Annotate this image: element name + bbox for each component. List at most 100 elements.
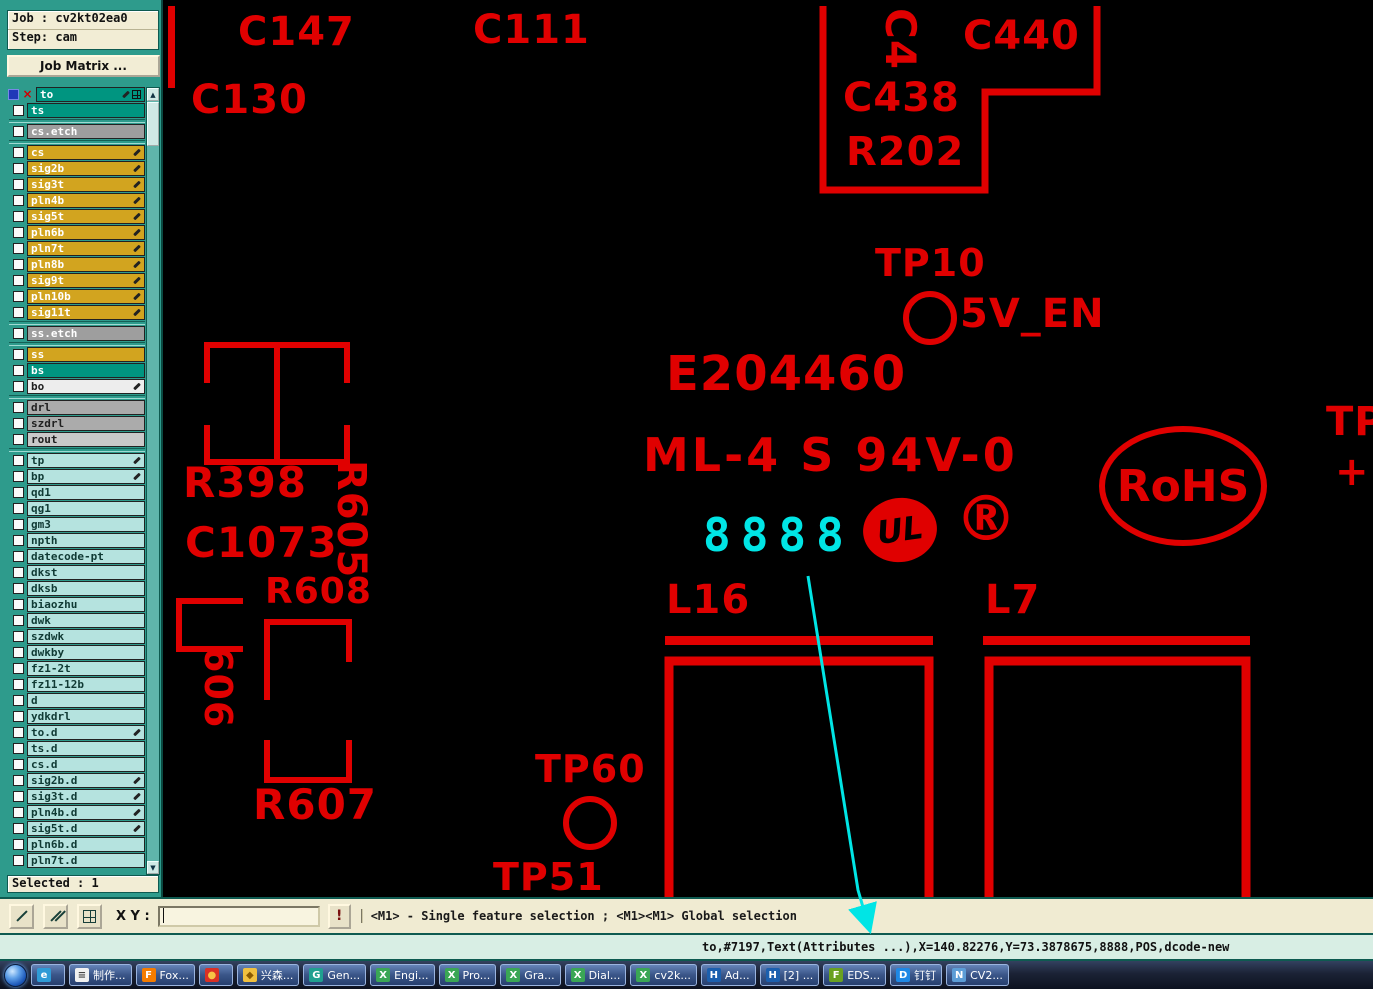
layer-cell[interactable]: qd1 <box>27 485 145 500</box>
grid-tool-button[interactable] <box>77 903 102 929</box>
taskbar-item-engineering-window[interactable]: X Engi... <box>370 964 435 986</box>
layer-cell[interactable]: szdwk <box>27 629 145 644</box>
r398-outline[interactable] <box>204 342 350 465</box>
job-matrix-button[interactable]: Job Matrix ... <box>7 55 160 77</box>
layer-row[interactable]: sig2b.d <box>7 773 145 788</box>
layer-row[interactable]: tp <box>7 453 145 468</box>
layer-visibility-checkbox[interactable] <box>13 583 24 594</box>
layer-cell[interactable]: npth <box>27 533 145 548</box>
silk-label-tp10[interactable]: TP10 <box>875 241 986 285</box>
layer-visibility-checkbox[interactable] <box>13 775 24 786</box>
layer-row[interactable]: dkst <box>7 565 145 580</box>
layer-visibility-checkbox[interactable] <box>13 695 24 706</box>
layer-visibility-checkbox[interactable] <box>13 679 24 690</box>
layer-visibility-checkbox[interactable] <box>13 503 24 514</box>
layer-row[interactable]: szdwk <box>7 629 145 644</box>
layer-visibility-checkbox[interactable] <box>13 759 24 770</box>
layer-row[interactable]: to.d <box>7 725 145 740</box>
layer-visibility-checkbox[interactable] <box>13 839 24 850</box>
layer-cell[interactable]: cs <box>27 145 145 160</box>
layer-row[interactable]: bp <box>7 469 145 484</box>
tp60-pad-circle[interactable] <box>563 796 617 850</box>
layer-cell[interactable]: pln6b.d <box>27 837 145 852</box>
layer-visibility-checkbox[interactable] <box>13 535 24 546</box>
layer-row[interactable]: sig5t <box>7 209 145 224</box>
layer-row[interactable]: sig3t <box>7 177 145 192</box>
layer-row[interactable]: dksb <box>7 581 145 596</box>
layer-cell[interactable]: bs <box>27 363 145 378</box>
layer-row[interactable]: bs <box>7 363 145 378</box>
layer-row[interactable]: pln10b <box>7 289 145 304</box>
silk-label-c130[interactable]: C130 <box>191 77 308 123</box>
layer-cell[interactable]: datecode-pt <box>27 549 145 564</box>
silk-label-l7[interactable]: L7 <box>985 577 1041 623</box>
silk-label-5v-en[interactable]: 5V_EN <box>960 291 1105 337</box>
layer-cell[interactable]: bo <box>27 379 145 394</box>
scroll-up-button[interactable]: ▲ <box>147 88 159 101</box>
layer-visibility-checkbox[interactable] <box>13 551 24 562</box>
layer-row[interactable]: pln7t.d <box>7 853 145 868</box>
layer-visibility-checkbox[interactable] <box>13 663 24 674</box>
layer-row[interactable]: pln8b <box>7 257 145 272</box>
layer-cell[interactable]: sig3t.d <box>27 789 145 804</box>
layer-visibility-checkbox[interactable] <box>13 211 24 222</box>
layer-visibility-checkbox[interactable] <box>13 328 24 339</box>
layer-row[interactable]: cs.d <box>7 757 145 772</box>
layer-visibility-checkbox[interactable] <box>13 855 24 866</box>
layer-visibility-checkbox[interactable] <box>13 227 24 238</box>
silk-label-r607[interactable]: R607 <box>253 780 378 829</box>
silk-label-c1073[interactable]: C1073 <box>185 518 338 567</box>
layer-cell[interactable]: gm3 <box>27 517 145 532</box>
layer-cell[interactable]: sig2b.d <box>27 773 145 788</box>
taskbar-item-cv2[interactable]: N CV2... <box>946 964 1009 986</box>
silk-label-r202[interactable]: R202 <box>846 129 965 175</box>
layer-visibility-checkbox[interactable] <box>13 402 24 413</box>
layer-row[interactable]: bo <box>7 379 145 394</box>
layer-row[interactable]: fz1-2t <box>7 661 145 676</box>
layer-list-scrollbar[interactable]: ▲ ▼ <box>146 87 160 875</box>
layer-visibility-checkbox[interactable] <box>13 105 24 116</box>
layer-cell[interactable]: fz11-12b <box>27 677 145 692</box>
layer-row[interactable]: ts.d <box>7 741 145 756</box>
layer-row[interactable]: datecode-pt <box>7 549 145 564</box>
layer-row[interactable]: npth <box>7 533 145 548</box>
layer-row[interactable]: sig11t <box>7 305 145 320</box>
layer-cell[interactable]: fz1-2t <box>27 661 145 676</box>
tp10-pad-circle[interactable] <box>903 291 957 345</box>
layer-cell[interactable]: sig5t.d <box>27 821 145 836</box>
layer-visibility-checkbox[interactable] <box>13 163 24 174</box>
layer-visibility-checkbox[interactable] <box>13 381 24 392</box>
taskbar-item-cv2k-window[interactable]: X cv2k... <box>630 964 697 986</box>
silk-label-r608[interactable]: R608 <box>265 571 372 612</box>
flag-icon[interactable]: × <box>22 87 33 101</box>
layer-cell[interactable]: bp <box>27 469 145 484</box>
registered-mark[interactable]: ® <box>955 482 1018 555</box>
layer-visibility-checkbox[interactable] <box>13 615 24 626</box>
layer-cell[interactable]: pln10b <box>27 289 145 304</box>
layer-cell[interactable]: to.d <box>27 725 145 740</box>
layer-visibility-checkbox[interactable] <box>13 349 24 360</box>
l16-top-bar[interactable] <box>665 636 933 645</box>
layer-cell[interactable]: rout <box>27 432 145 447</box>
layer-visibility-checkbox[interactable] <box>13 711 24 722</box>
silk-label-c4[interactable]: C4 <box>876 8 925 71</box>
layer-row[interactable]: pln4b.d <box>7 805 145 820</box>
layer-visibility-checkbox[interactable] <box>13 179 24 190</box>
layer-row[interactable]: pln6b <box>7 225 145 240</box>
layer-row[interactable]: dwkby <box>7 645 145 660</box>
layer-row[interactable]: gm3 <box>7 517 145 532</box>
layer-cell[interactable]: sig2b <box>27 161 145 176</box>
layer-cell[interactable]: ss.etch <box>27 326 145 341</box>
layer-visibility-checkbox[interactable] <box>13 743 24 754</box>
layer-visibility-checkbox[interactable] <box>13 823 24 834</box>
layer-cell[interactable]: ts.d <box>27 741 145 756</box>
layer-visibility-checkbox[interactable] <box>13 631 24 642</box>
layer-cell[interactable]: sig5t <box>27 209 145 224</box>
layer-visibility-checkbox[interactable] <box>13 126 24 137</box>
alert-button[interactable]: ! <box>327 903 351 929</box>
layer-row[interactable]: ss <box>7 347 145 362</box>
silk-label-r398[interactable]: R398 <box>183 458 308 507</box>
silk-label-tp51[interactable]: TP51 <box>493 855 604 897</box>
taskbar-item-document[interactable]: ≡ 制作... <box>69 964 132 986</box>
layer-visibility-checkbox[interactable] <box>13 647 24 658</box>
